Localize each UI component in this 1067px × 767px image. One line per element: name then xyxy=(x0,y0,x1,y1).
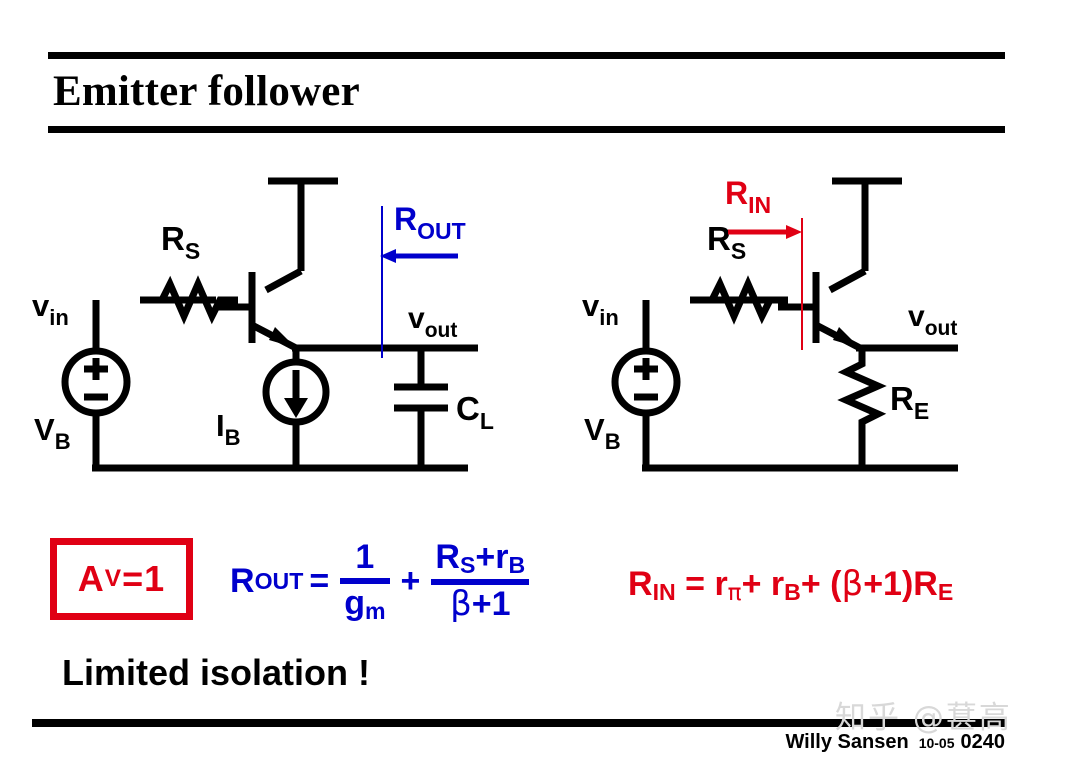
label-rs-left: RS xyxy=(161,220,200,264)
label-rs-right: RS xyxy=(707,220,746,264)
voltage-source-right xyxy=(611,347,681,417)
right-circuit-diagram: RS vin VB xyxy=(560,168,1030,498)
gain-rhs: 1 xyxy=(144,558,166,599)
fraction-bar xyxy=(340,577,390,584)
rin-term1: r xyxy=(714,565,728,603)
rin-eq-sign: = xyxy=(675,565,715,603)
rin-op1: + xyxy=(741,565,771,603)
rin-marker xyxy=(728,218,803,350)
capacitor-cl xyxy=(394,383,448,412)
label-vin-right: vin xyxy=(582,288,619,330)
rout-term2-denominator: β+1 xyxy=(450,584,511,625)
rin-term2-sub: B xyxy=(784,579,801,606)
gain-lhs-sub: V xyxy=(104,565,123,592)
rout-marker xyxy=(380,206,458,358)
left-circuit-svg: RS vin VB xyxy=(32,177,494,472)
rout-term1-fraction: 1 gm xyxy=(340,538,390,624)
label-ib-left: IB xyxy=(216,408,241,450)
footer: Willy Sansen 10-05 0240 xyxy=(0,731,1005,754)
voltage-source-left xyxy=(61,347,131,417)
label-rout-marker: ROUT xyxy=(394,201,466,244)
label-re: RE xyxy=(890,380,929,424)
gain-eq-sign: = xyxy=(122,558,145,599)
title-rule-bottom xyxy=(48,126,1005,133)
rout-term1-denominator: gm xyxy=(344,583,386,624)
supply-rail-left xyxy=(268,177,338,271)
rout-lhs: R xyxy=(230,562,255,601)
label-vout-right: vout xyxy=(908,300,957,340)
rout-term2-numerator: RS+rB xyxy=(435,538,526,579)
pi-symbol: π xyxy=(727,580,742,607)
footer-author: Willy Sansen xyxy=(785,731,909,753)
current-source-ib xyxy=(262,358,330,426)
footer-rule xyxy=(32,719,1005,727)
rout-eq-sign: = xyxy=(309,562,330,601)
title-rule-top xyxy=(48,52,1005,59)
label-vout-left: vout xyxy=(408,302,457,342)
resistor-rs-right xyxy=(690,275,788,325)
label-cl: CL xyxy=(456,390,494,434)
rin-lhs-sub: IN xyxy=(652,579,676,606)
rin-op2: + xyxy=(800,565,831,603)
rin-lhs: R xyxy=(628,565,653,603)
rout-term1-numerator: 1 xyxy=(355,538,375,576)
rin-close-paren: ) xyxy=(901,565,914,603)
right-circuit-svg: RS vin VB xyxy=(582,175,958,472)
rin-open-paren: ( xyxy=(830,565,842,603)
footer-page-number: 0240 xyxy=(960,731,1006,753)
left-circuit-diagram: RS vin VB xyxy=(20,168,540,498)
label-rin-marker: RIN xyxy=(725,175,771,218)
page-title: Emitter follower xyxy=(53,68,360,115)
label-vb-left: VB xyxy=(34,412,71,454)
resistor-rs-left xyxy=(140,275,238,325)
supply-rail-right xyxy=(832,177,902,271)
npn-transistor-left xyxy=(216,267,303,352)
rout-term2-fraction: RS+rB β+1 xyxy=(431,538,530,625)
rin-term2: r xyxy=(770,565,785,603)
label-vb-right: VB xyxy=(584,412,621,454)
rin-equation: RIN = rπ+ rB+ (β+1)RE xyxy=(628,564,953,606)
beta-symbol: β xyxy=(841,564,864,604)
rout-lhs-sub: OUT xyxy=(254,568,304,595)
rout-plus-sign: + xyxy=(400,562,421,601)
gain-lhs: A xyxy=(77,558,105,599)
resistor-re xyxy=(837,348,887,468)
beta-symbol: β xyxy=(450,584,472,625)
rin-plus-one: +1 xyxy=(863,565,902,603)
rin-term3-sub: E xyxy=(937,579,954,606)
fraction-bar xyxy=(431,579,530,586)
closing-note: Limited isolation ! xyxy=(62,652,371,693)
label-vin-left: vin xyxy=(32,288,69,330)
npn-transistor-right xyxy=(778,267,867,352)
footer-date: 10-05 xyxy=(918,735,955,751)
rin-term3: R xyxy=(913,565,938,603)
